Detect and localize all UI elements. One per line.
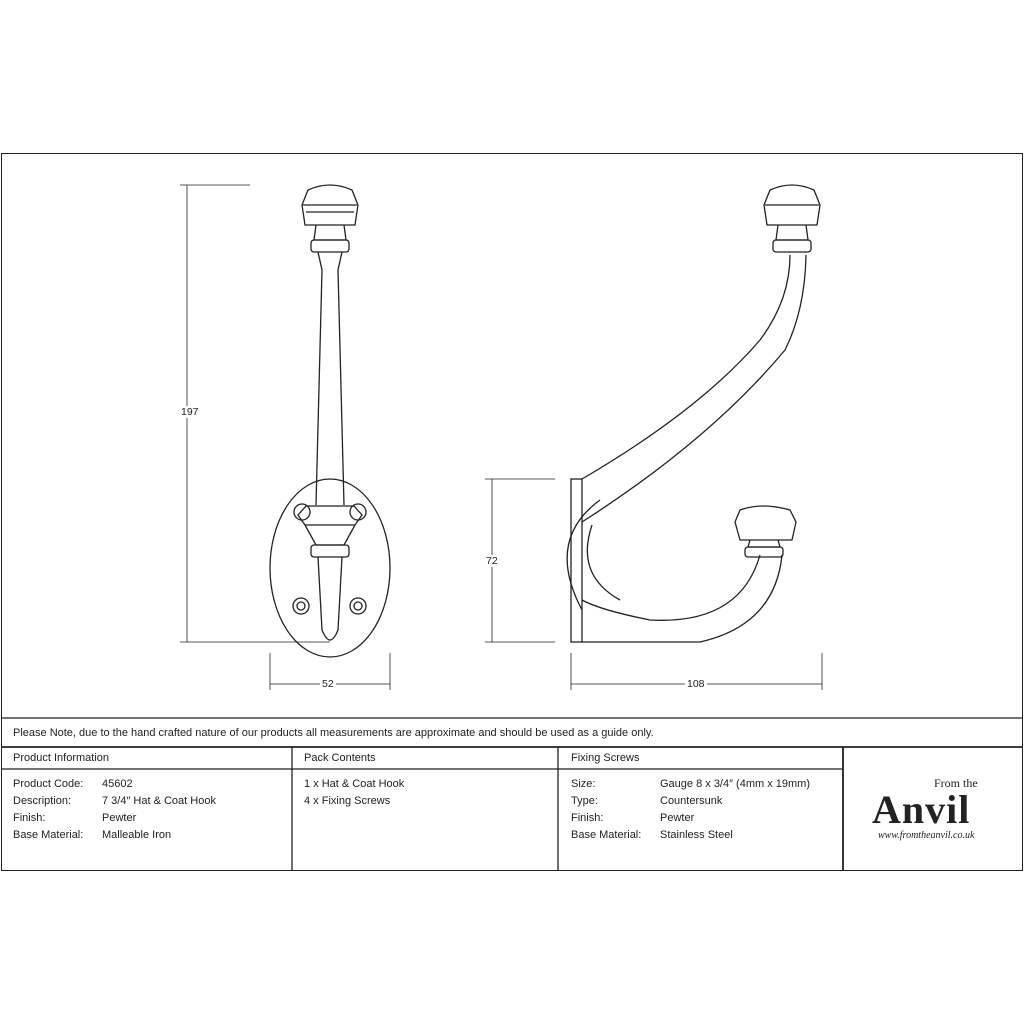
logo-from-the: From the [934, 776, 978, 790]
label: Product Code: [13, 778, 84, 790]
pack-contents-list: 1 x Hat & Coat Hook 4 x Fixing Screws [304, 776, 404, 810]
value: Gauge 8 x 3/4″ (4mm x 19mm) [660, 778, 810, 790]
value: 45602 [102, 778, 133, 790]
value: Stainless Steel [660, 829, 733, 841]
value: 7 3/4″ Hat & Coat Hook [102, 795, 216, 807]
value: Countersunk [660, 795, 723, 807]
label: Base Material: [571, 829, 642, 841]
dimension-label-height: 197 [179, 406, 201, 418]
dimension-height-front [180, 184, 330, 643]
measurement-note: Please Note, due to the hand crafted nat… [13, 727, 654, 739]
hook-front-view [269, 184, 391, 658]
value: Pewter [102, 812, 137, 824]
pack-contents-heading: Pack Contents [304, 752, 376, 764]
list-item: 1 x Hat & Coat Hook [304, 778, 405, 790]
label: Base Material: [13, 829, 84, 841]
dimension-label-width: 52 [320, 678, 336, 690]
label: Finish: [571, 812, 604, 824]
drawing-frame [1, 153, 1023, 871]
label: Size: [571, 778, 596, 790]
label: Type: [571, 795, 598, 807]
logo-url: www.fromtheanvil.co.uk [878, 830, 975, 841]
value: Malleable Iron [102, 829, 172, 841]
fixing-screws-table: Size: Gauge 8 x 3/4″ (4mm x 19mm) Type: Co… [571, 776, 810, 844]
dimension-label-plate-height: 72 [484, 555, 500, 567]
label: Finish: [13, 812, 46, 824]
product-info-heading: Product Information [13, 752, 109, 764]
dimension-label-projection: 108 [685, 678, 707, 690]
label: Description: [13, 795, 72, 807]
list-item: 4 x Fixing Screws [304, 795, 391, 807]
value: Pewter [660, 812, 695, 824]
hook-side-view [566, 184, 821, 643]
product-info-table: Product Code: 45602 Description: 7 3/4″ Ha… [13, 776, 216, 844]
fixing-screws-heading: Fixing Screws [571, 752, 640, 764]
logo-brand: Anvil [872, 787, 971, 832]
from-the-anvil-logo: From the Anvil www.fromtheanvil.co.uk [872, 776, 1002, 846]
